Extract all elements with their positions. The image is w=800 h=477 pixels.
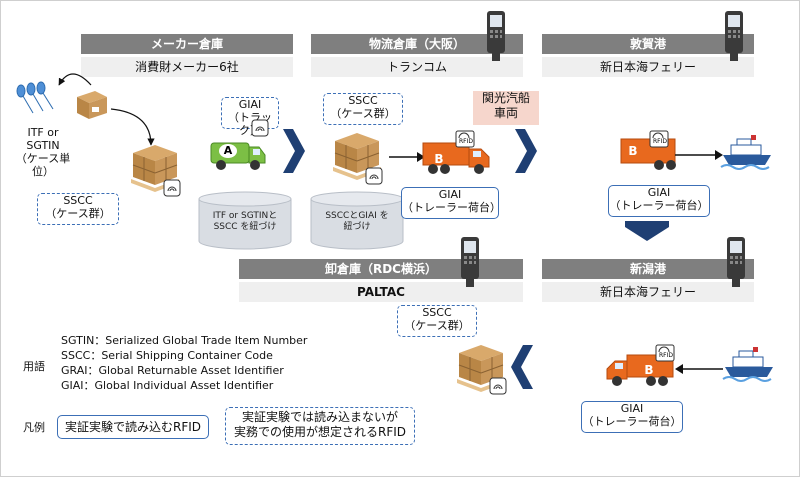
sscc-label-3: SSCC （ケース群） [397,305,477,337]
glossary-heading: 用語 [23,360,45,373]
legend-dashed-line2: 実務での使用が想定されるRFID [233,425,407,439]
handheld-reader-icon [727,237,745,287]
rfid-tag-icon [365,167,383,185]
ferry-ship-icon [720,135,771,170]
sscc-label-3-line1: SSCC [422,306,452,319]
glossary-item: GRAI：Global Returnable Asset Identifier [61,364,284,377]
rfid-text-1: RFID [458,138,473,145]
rfid-tag-icon [251,119,269,137]
truck-a-letter: A [219,144,237,158]
subheader-tsuruga: 新日本海フェリー [542,57,754,77]
subheader-oroshi: PALTAC [239,282,523,302]
subheader-logistics: トランコム [311,57,523,77]
handheld-reader-icon [487,11,505,61]
flow-arrow-curved [58,73,155,146]
sscc-label-2: SSCC （ケース群） [323,93,403,125]
legend-solid-box: 実証実験で読み込むRFID [57,415,209,439]
handheld-reader-icon [725,11,743,61]
subheader-niigata: 新日本海フェリー [542,282,754,302]
glossary-item: GIAI：Global Individual Asset Identifier [61,379,274,392]
spoons-icon [16,81,54,114]
sscc-label-2-line1: SSCC [348,94,378,107]
flow-arrow-right [675,150,723,160]
handheld-reader-icon [461,237,479,287]
sscc-label-2-line2: （ケース群） [330,107,396,120]
giai-trailer-label-2: GIAI （トレーラー荷台） [608,185,710,217]
flow-chevron-right [283,129,305,173]
db1-line2: SSCC を紐づけ [213,222,277,232]
pallet-boxes-icon [333,133,381,180]
header-logistics-warehouse: 物流倉庫（大阪） [311,34,523,54]
db2-line1: SSCCとGIAI を [325,211,389,221]
giai-trailer-3-line2: （トレーラー荷台） [582,415,682,428]
database-cylinder-1-text: ITF or SGTINと SSCC を紐づけ [197,211,293,233]
legend-dashed-line1: 実証実験では読み込まないが [241,410,398,424]
subheader-maker: 消費財メーカー6社 [81,57,293,77]
trailer-b-letter-3: B [644,363,654,377]
legend-dashed-box: 実証実験では読み込まないが 実務での使用が想定されるRFID [225,407,415,445]
truck-a-icon [210,142,266,170]
flow-chevron-left [511,345,533,389]
kanko-line1: 関光汽船 [481,91,530,105]
rfid-tag-icon [489,377,507,395]
rfid-tag-icon [455,130,475,148]
itf-sgtin-label: ITF or SGTIN （ケース単位） [9,125,77,178]
kanko-line2: 車両 [493,106,518,120]
giai-trailer-2-line1: GIAI [647,186,671,199]
glossary-list: SGTIN：Serialized Global Trade Item Numbe… [61,333,307,393]
rfid-text-2: RFID [652,138,667,145]
itf-sgtin-line1: ITF or SGTIN [26,126,60,152]
rfid-tag-icon [163,179,181,197]
glossary-item: SSCC：Serial Shipping Container Code [61,349,273,362]
giai-trailer-1-line1: GIAI [438,188,462,201]
legend-heading: 凡例 [23,421,45,434]
trailer-b-letter-1: B [434,152,444,166]
flow-arrow-right [389,152,425,162]
db1-line1: ITF or SGTINと [212,211,278,221]
sscc-label-1: SSCC （ケース群） [37,193,119,225]
trailer-b-letter-2: B [628,144,638,158]
glossary-item: SGTIN：Serialized Global Trade Item Numbe… [61,334,308,347]
ferry-ship-icon [722,347,773,382]
trailer-b-icon [422,142,490,174]
flow-chevron-down [625,221,669,241]
pallet-boxes-icon [131,145,179,192]
header-oroshi-warehouse: 卸倉庫（RDC横浜） [239,259,523,279]
flow-chevron-right [515,129,537,173]
database-cylinder-1 [198,191,292,250]
rfid-tag-icon [649,130,669,148]
sscc-label-1-line1: SSCC [63,194,93,207]
sscc-label-1-line2: （ケース群） [45,207,111,220]
giai-truck-line2: （トラック） [228,111,272,137]
rfid-text-3: RFID [658,352,673,359]
itf-sgtin-line2: （ケース単位） [15,152,71,178]
giai-truck-label: GIAI （トラック） [221,97,279,137]
case-box-icon [77,91,107,119]
sscc-label-3-line2: （ケース群） [404,319,470,332]
header-niigata-port: 新潟港 [542,259,754,279]
giai-trailer-2-line2: （トレーラー荷台） [609,199,709,212]
kanko-kisen-label: 関光汽船 車両 [473,91,539,125]
giai-trailer-label-1: GIAI （トレーラー荷台） [401,187,501,219]
giai-trailer-3-line1: GIAI [620,402,644,415]
database-cylinder-2-text: SSCCとGIAI を 紐づけ [309,211,405,233]
giai-trailer-1-line2: （トレーラー荷台） [402,201,501,214]
database-cylinder-2 [310,191,404,250]
db2-line2: 紐づけ [343,222,371,232]
header-maker-warehouse: メーカー倉庫 [81,34,293,54]
header-tsuruga-port: 敦賀港 [542,34,754,54]
flow-arrow-left [675,364,723,374]
rfid-tag-icon [655,344,675,362]
giai-trailer-label-3: GIAI （トレーラー荷台） [581,401,683,433]
giai-truck-line1: GIAI [238,98,262,111]
